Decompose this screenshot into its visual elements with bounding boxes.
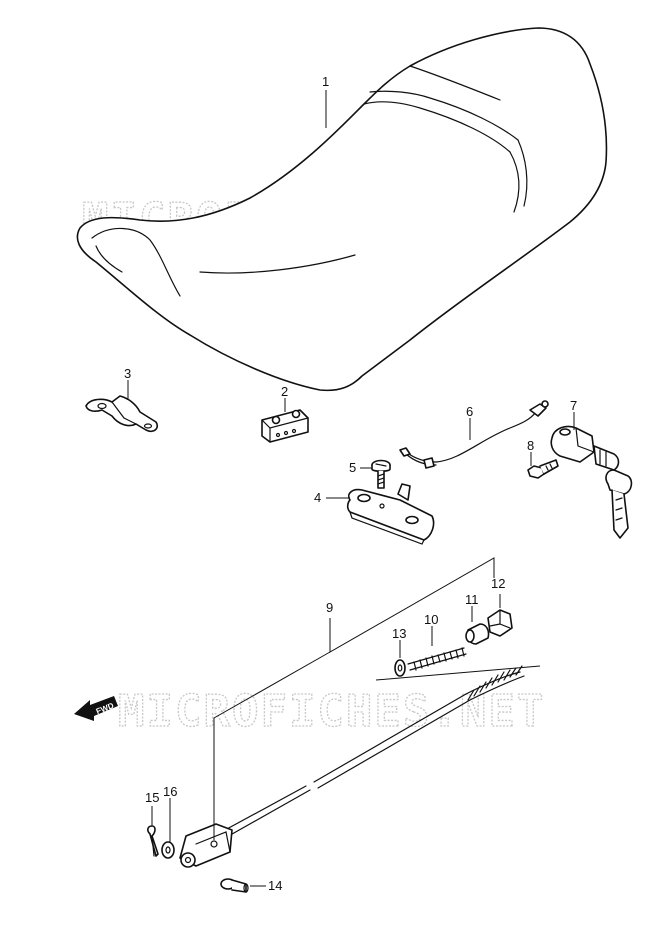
callout-5: 5 [349, 460, 356, 475]
callout-11: 11 [465, 592, 479, 607]
callout-14: 14 [268, 878, 282, 893]
callout-6: 6 [466, 404, 473, 419]
callout-9: 9 [326, 600, 333, 615]
seat-lock-assembly [550, 425, 633, 539]
callout-4: 4 [314, 490, 321, 505]
callout-2: 2 [281, 384, 288, 399]
cotter-pin [147, 825, 159, 857]
clevis-pin [220, 878, 249, 893]
callout-1: 1 [322, 74, 329, 89]
collar [465, 623, 490, 645]
seat-lock-cable [399, 400, 549, 469]
callout-15: 15 [145, 790, 159, 805]
cap-nut [487, 609, 513, 637]
callout-13: 13 [392, 626, 406, 641]
callout-7: 7 [570, 398, 577, 413]
seat-hook-bracket [85, 395, 159, 433]
callout-3: 3 [124, 366, 131, 381]
washer [394, 659, 406, 677]
leader-lines [127, 90, 575, 887]
fwd-arrow: FWD [74, 696, 118, 721]
seat-lock-rod [179, 665, 525, 868]
return-spring [407, 647, 467, 671]
rubber-block [261, 409, 309, 443]
seat [76, 27, 608, 392]
callout-16: 16 [163, 784, 177, 799]
lock-mounting-bolt [527, 459, 559, 479]
lock-bracket-plate [346, 483, 435, 545]
callout-8: 8 [527, 438, 534, 453]
small-washer [161, 841, 175, 859]
screw [371, 459, 391, 489]
callout-12: 12 [491, 576, 505, 591]
callout-10: 10 [424, 612, 438, 627]
watermark-bottom: MICROFICHES.NET [118, 686, 545, 737]
